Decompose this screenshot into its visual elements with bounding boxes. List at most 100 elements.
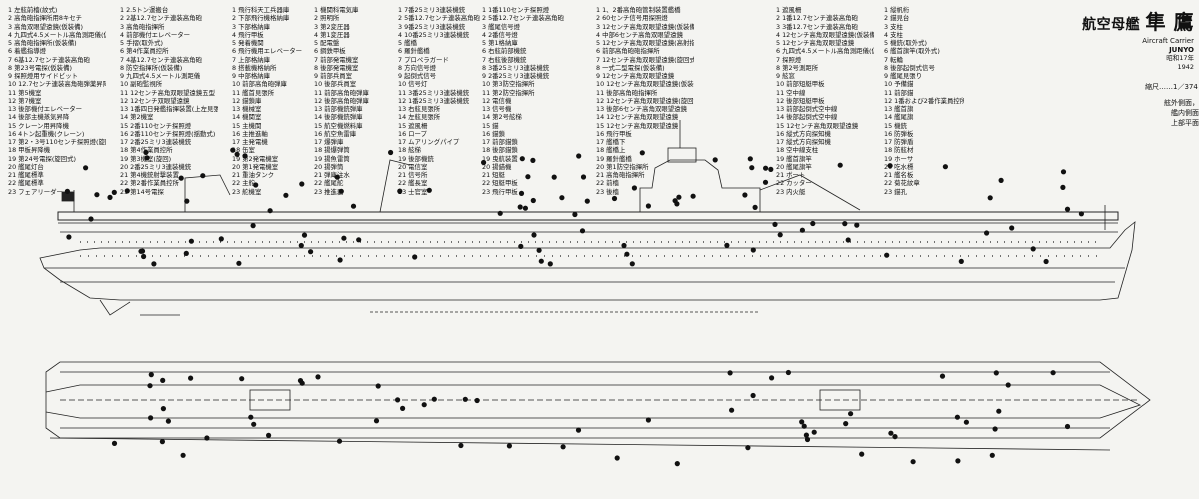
legend-item: 19 第24号電探(旋回式) xyxy=(8,154,77,163)
legend-item: 17 主発電機 xyxy=(232,138,268,146)
legend-item: 13 前部機銃弾庫 xyxy=(314,105,363,113)
legend-item: 17 縦式方向探知機 xyxy=(776,138,831,146)
title-year: 1942 xyxy=(1177,63,1194,71)
callout-marker xyxy=(180,452,186,458)
legend-item: 9 舷窓 xyxy=(776,72,795,80)
legend-item: 9 12センチ高角双眼望遠鏡 xyxy=(596,72,675,80)
callout-marker xyxy=(724,242,730,248)
legend-item: 17 2番25ミリ3連装機銃 xyxy=(120,138,192,146)
legend-item: 2 1番12.7センチ連装高角砲 xyxy=(776,14,858,23)
legend-item: 18 艦橋上 xyxy=(596,146,626,155)
callout-marker xyxy=(497,210,503,216)
legend-item: 17 ムアリングパイプ xyxy=(398,138,460,146)
callout-marker xyxy=(1043,258,1049,265)
legend-item: 11 第2防空指揮所 xyxy=(482,88,535,97)
legend-item: 1 2.5トン運搬台 xyxy=(120,6,169,14)
callout-marker xyxy=(1060,184,1066,190)
legend-item: 1 機関科電気庫 xyxy=(314,6,359,14)
legend-item: 11 前部錨 xyxy=(884,88,914,97)
title-era: 昭和17年 xyxy=(1166,54,1194,62)
callout-marker xyxy=(298,242,304,249)
profile-callouts xyxy=(64,147,1084,267)
legend-item: 16 縦式方向探知機 xyxy=(776,129,831,138)
callout-marker xyxy=(993,370,999,376)
legend-item: 8 第2号測距所 xyxy=(776,63,819,72)
callout-marker xyxy=(810,220,816,227)
callout-marker xyxy=(538,258,544,264)
legend-item: 20 揚錨機 xyxy=(482,162,512,171)
legend-item: 15 機銃 xyxy=(884,121,907,130)
legend-item: 18 缶室 xyxy=(232,146,255,155)
callout-marker xyxy=(188,238,194,244)
callout-marker xyxy=(338,188,344,194)
callout-marker xyxy=(506,443,512,449)
callout-marker xyxy=(144,155,150,161)
legend-item: 10 後部兵員室 xyxy=(314,80,357,89)
legend-item: 16 防弾板 xyxy=(884,129,914,138)
island xyxy=(639,159,761,212)
callout-marker xyxy=(611,195,618,202)
legend-item: 5 艦橋 xyxy=(398,39,417,47)
legend-item: 8 後部発電機室 xyxy=(314,63,359,72)
callout-marker xyxy=(580,174,587,180)
legend-item: 20 艦尾旗竿 xyxy=(776,162,812,171)
callout-marker xyxy=(803,432,810,438)
legend-item: 13 前部起倒式空中線 xyxy=(776,105,838,113)
legend-item: 8 3番25ミリ3連装機銃 xyxy=(482,63,550,72)
legend-item: 15 2番110センチ探照燈 xyxy=(120,121,192,130)
callout-marker xyxy=(299,380,305,386)
legend-item: 14 艦尾旗 xyxy=(884,113,914,122)
legend-item: 12 第7機室 xyxy=(8,96,42,105)
legend-item: 15 主機関 xyxy=(232,121,262,130)
callout-marker xyxy=(954,414,961,420)
legend-item: 7 上部格納庫 xyxy=(232,55,271,64)
legend-item: 6 前部高角砲砲指揮所 xyxy=(596,47,660,56)
callout-marker xyxy=(727,370,733,376)
legend-item: 4 飛行甲板 xyxy=(232,30,264,39)
callout-marker xyxy=(854,222,860,228)
legend-item: 6 艦首旗竿(取外式) xyxy=(884,47,940,56)
legend-item: 21 信号所 xyxy=(398,171,428,179)
legend-item: 10 信号灯 xyxy=(398,80,428,89)
legend-item: 23 士官室 xyxy=(398,187,428,196)
legend-item: 11 第5機室 xyxy=(8,88,42,97)
callout-marker xyxy=(397,188,403,194)
callout-marker xyxy=(183,250,189,256)
legend-item: 7 転輪 xyxy=(884,55,903,64)
callout-marker xyxy=(1078,211,1084,217)
plan-hull-outline xyxy=(45,384,1142,419)
legend-item: 2 5番12.7センチ連装高角砲 xyxy=(398,14,480,23)
callout-marker xyxy=(204,435,210,441)
callout-marker xyxy=(184,198,190,204)
callout-marker xyxy=(845,237,851,243)
legend-item: 11 12センチ高角双眼望遠鏡五型 xyxy=(120,88,215,97)
callout-marker xyxy=(963,419,970,425)
plan-view xyxy=(45,361,1151,451)
callout-marker xyxy=(958,258,964,264)
callout-marker xyxy=(530,197,536,204)
callout-marker xyxy=(762,179,769,185)
callout-marker xyxy=(301,232,308,238)
callout-marker xyxy=(266,432,272,438)
legend-item: 23 後檣 xyxy=(596,187,619,196)
callout-marker xyxy=(236,260,242,266)
legend-item: 8 一式二型電探(仮装備) xyxy=(596,63,665,72)
legend-item: 4 支柱 xyxy=(884,30,903,39)
legend-item: 17 艦橋下 xyxy=(596,138,626,146)
view-labels: 舷外側面，艦内側面 上部平面 xyxy=(1158,98,1199,128)
callout-marker xyxy=(536,247,542,253)
callout-marker xyxy=(987,195,993,201)
callout-marker xyxy=(989,452,995,458)
callout-marker xyxy=(1005,382,1011,388)
callout-marker xyxy=(341,235,347,241)
legend-item: 19 羅針艦橋 xyxy=(596,154,632,163)
legend-item: 13 後部機付エレベーター xyxy=(8,105,83,113)
legend-item: 3 下部格納庫 xyxy=(232,22,271,31)
callout-marker xyxy=(517,204,523,210)
legend-item: 21 短艇 xyxy=(482,171,505,179)
legend-item: 15 12センチ高角双眼望遠鏡 xyxy=(776,121,859,130)
legend-item: 21 重油タンク xyxy=(232,171,275,179)
callout-marker xyxy=(239,376,245,382)
